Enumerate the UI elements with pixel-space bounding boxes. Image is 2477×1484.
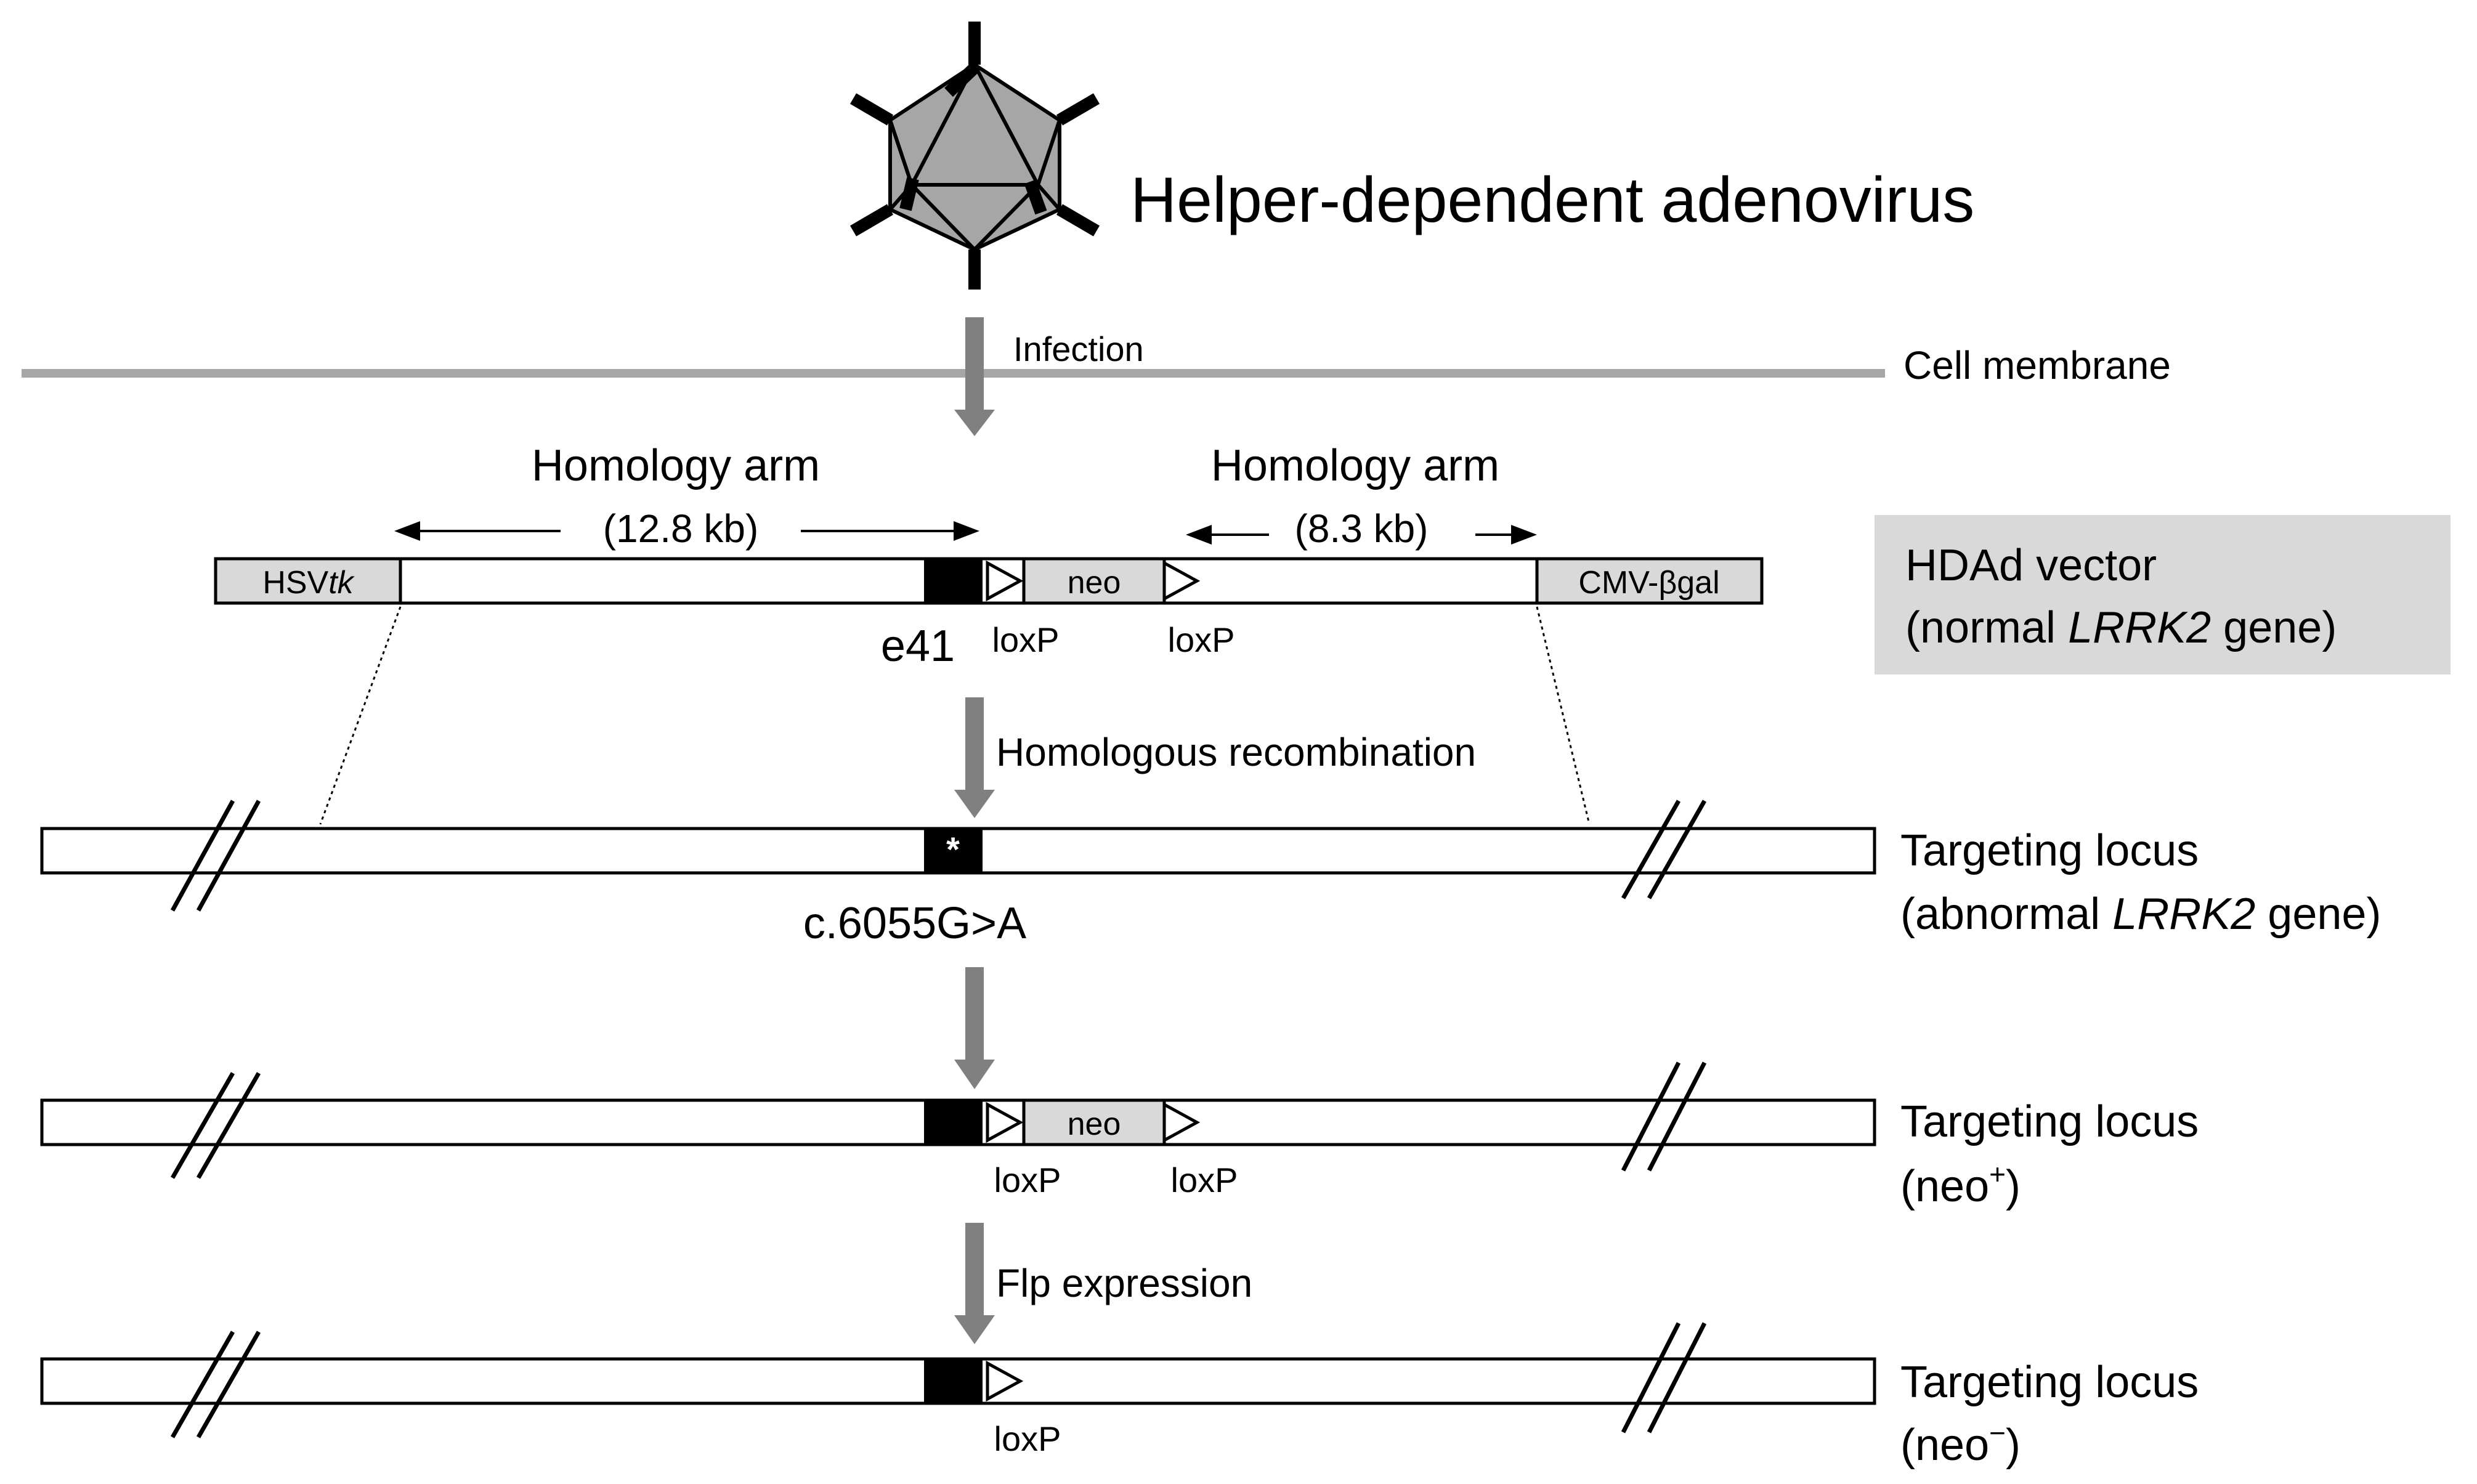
homology-arm-right-arrows: [1186, 525, 1537, 545]
loxp-label-neo-minus: loxP: [994, 1419, 1061, 1458]
locus-neo-minus-title: Targeting locus: [1900, 1358, 2199, 1407]
alignment-line-left: [319, 606, 402, 825]
mutation-label: c.6055G>A: [803, 899, 1026, 948]
homology-arm-left-label: Homology arm: [532, 441, 820, 490]
mutation-marker: *: [946, 830, 960, 869]
targeting-locus-neo-minus: [40, 1322, 1876, 1438]
locus-abnormal-title: Targeting locus: [1900, 826, 2199, 875]
break-mark-left: [170, 800, 261, 912]
hsvtk-cassette: [214, 557, 402, 605]
hdad-vector-title: HDAd vector: [1905, 541, 2157, 590]
cmv-bgal-label: CMV-βgal: [1578, 565, 1719, 601]
homology-arm-right-label: Homology arm: [1211, 441, 1499, 490]
targeting-locus-neo-plus: neo: [40, 1061, 1876, 1179]
neo-label-locus: neo: [1068, 1106, 1121, 1142]
locus-neo-plus-subtitle: (neo+): [1900, 1158, 2021, 1211]
loxp-label-1: loxP: [992, 620, 1060, 659]
loxp-site-neo-plus-2: [1162, 1101, 1201, 1143]
break-mark-right: [1621, 1322, 1707, 1433]
cmv-bgal-cassette: [1535, 557, 1764, 605]
recombination-arrow: [954, 697, 995, 818]
exon-label: e41: [881, 622, 955, 671]
flp-arrow: [954, 1223, 995, 1344]
break-mark-right: [1621, 1061, 1707, 1172]
hdad-vector-box: [1875, 515, 2451, 675]
loxp-site-neo-minus: [986, 1360, 1024, 1402]
hdad-vector-subtitle: (normal LRRK2 gene): [1905, 603, 2337, 652]
exon-41: [924, 559, 983, 603]
loxp-label-neo-plus-1: loxP: [994, 1161, 1061, 1199]
loxp-site-2: [1162, 560, 1201, 602]
homology-arm-right-size: (8.3 kb): [1295, 506, 1429, 551]
neo-cassette-locus: [1022, 1098, 1166, 1146]
loxp-label-neo-plus-2: loxP: [1171, 1161, 1238, 1199]
neo-cassette: [1022, 557, 1166, 605]
hdad-vector: HSVtk CMV-βgal neo: [214, 557, 1764, 605]
infection-label: Infection: [1013, 330, 1144, 368]
recombination-label: Homologous recombination: [996, 730, 1476, 774]
adenovirus-icon: [849, 22, 1100, 290]
loxp-site-neo-plus-1: [986, 1101, 1024, 1143]
locus-abnormal-subtitle: (abnormal LRRK2 gene): [1900, 890, 2381, 939]
cell-membrane-label: Cell membrane: [1903, 343, 2171, 387]
excision-arrow-1: [954, 967, 995, 1089]
break-mark-left: [170, 1072, 261, 1179]
diagram-title: Helper-dependent adenovirus: [1130, 164, 1974, 236]
exon-neo-minus: [924, 1359, 983, 1403]
exon-neo-plus: [924, 1100, 983, 1145]
targeting-locus-abnormal: *: [40, 800, 1876, 912]
infection-arrow: [954, 317, 995, 436]
flp-label: Flp expression: [996, 1261, 1252, 1305]
loxp-site-1: [986, 560, 1024, 602]
alignment-line-right: [1536, 606, 1591, 825]
homology-arm-left-size: (12.8 kb): [603, 506, 759, 551]
break-mark-left: [170, 1331, 261, 1438]
locus-neo-minus-subtitle: (neo−): [1900, 1417, 2021, 1470]
hsvtk-label: HSVtk: [262, 565, 355, 601]
mutant-exon: [924, 829, 983, 873]
homology-arm-left-arrows: [394, 521, 979, 541]
loxp-label-2: loxP: [1168, 620, 1235, 659]
neo-label: neo: [1068, 565, 1121, 601]
break-mark-right: [1621, 800, 1707, 899]
locus-neo-plus-title: Targeting locus: [1900, 1097, 2199, 1146]
